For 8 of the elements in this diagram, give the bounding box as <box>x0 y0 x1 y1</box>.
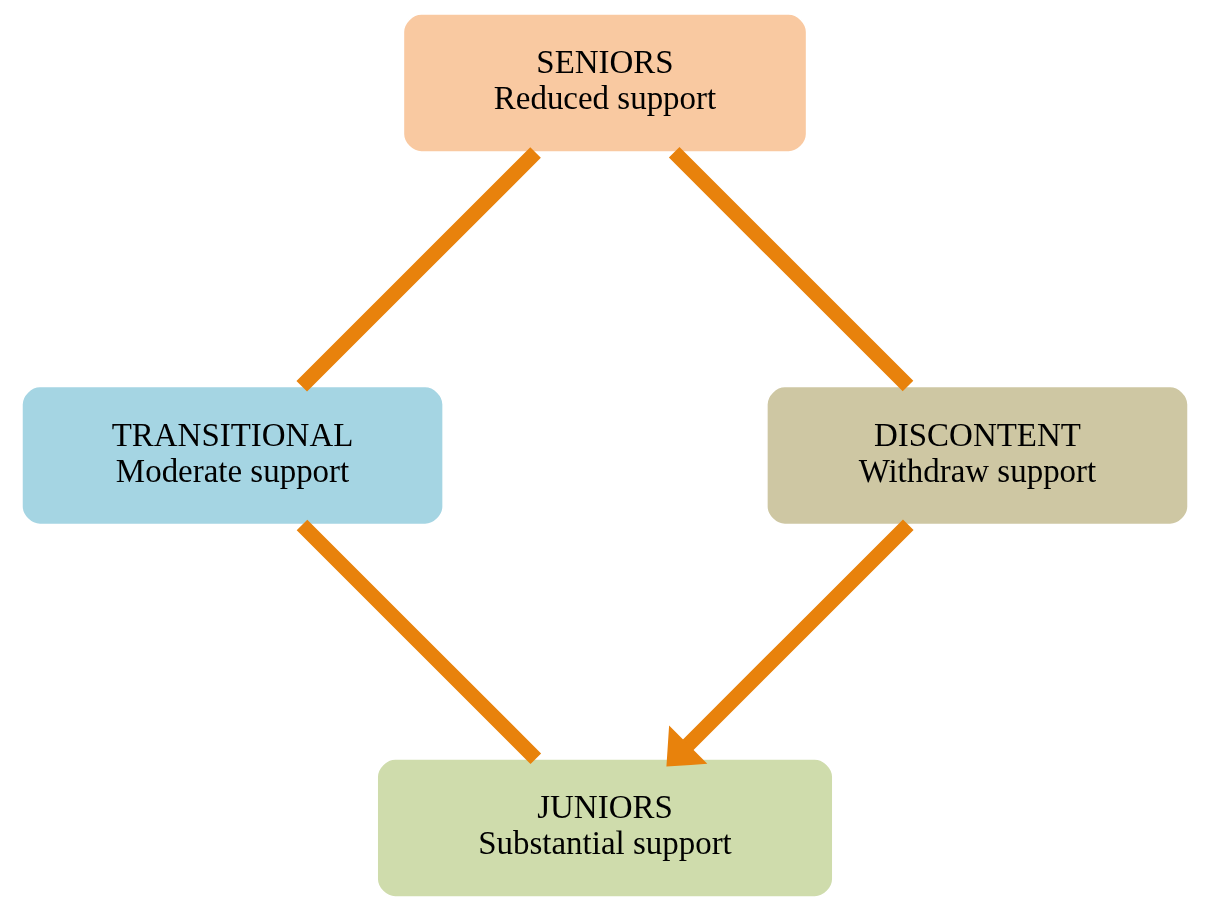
connector <box>668 146 913 392</box>
connector <box>296 519 541 765</box>
node-box: JUNIORS Substantial support <box>375 758 834 898</box>
node-box: DISCONTENT Withdraw support <box>765 385 1189 526</box>
connector <box>295 147 541 392</box>
node-box: TRANSITIONAL Moderate support <box>20 385 444 526</box>
node-box: SENIORS Reduced support <box>402 13 807 153</box>
arrow <box>665 519 914 767</box>
